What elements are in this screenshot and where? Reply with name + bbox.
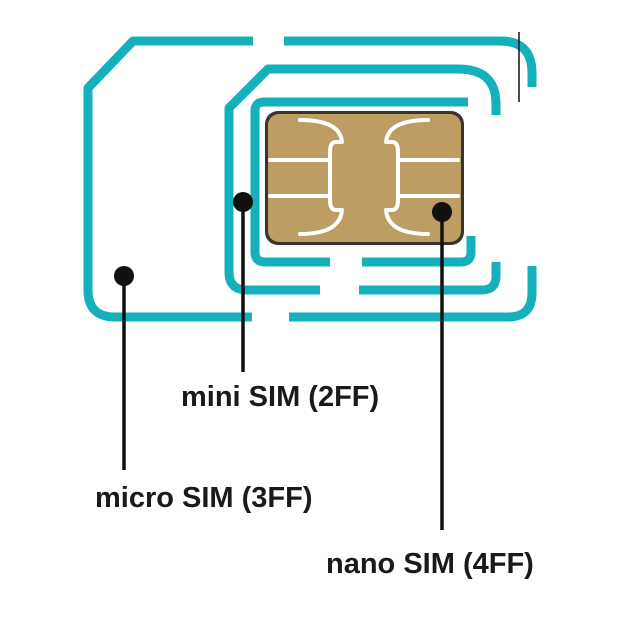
label-mini-sim: mini SIM (2FF): [181, 381, 379, 413]
middle-card-outline-bottom: [359, 262, 501, 295]
chip-left-gap: [298, 118, 344, 236]
outer-card-outline-right: [284, 36, 537, 87]
leader-micro: [114, 266, 134, 470]
chip-right-gap: [384, 118, 430, 236]
leader-micro-dot: [114, 266, 134, 286]
leader-nano-dot: [432, 202, 452, 222]
inner-card-outline-bottom: [362, 236, 476, 267]
leader-mini: [233, 192, 253, 372]
chip-contact-gaps: [268, 118, 460, 236]
chip-contact-area: [268, 114, 461, 242]
middle-card-outline-right: [457, 64, 501, 115]
sim-chip: [265, 111, 464, 245]
outer-card-outline-bottom-right: [289, 266, 537, 322]
inner-card-outline-top: [250, 97, 468, 267]
outer-card-outline: [83, 36, 537, 322]
outer-card-outline-left: [83, 36, 253, 322]
label-nano-sim: nano SIM (4FF): [326, 548, 534, 580]
middle-card-outline-top: [224, 64, 458, 295]
label-micro-sim: micro SIM (3FF): [95, 482, 313, 514]
leader-mini-dot: [233, 192, 253, 212]
inner-card-outline: [250, 97, 476, 267]
middle-card-outline: [224, 64, 501, 295]
leader-nano: [432, 202, 452, 530]
